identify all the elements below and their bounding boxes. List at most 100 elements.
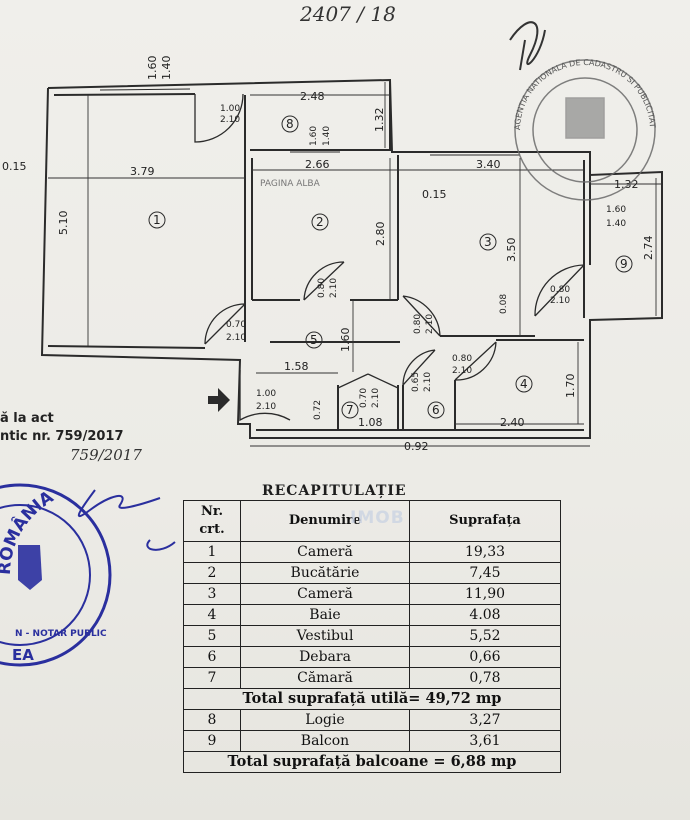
dim-210e: 2.10	[452, 366, 472, 376]
room-5-circle	[305, 331, 323, 349]
seal-ea-text: EA	[12, 646, 34, 664]
room-2-circle	[311, 213, 329, 231]
header-area: Suprafața	[409, 500, 561, 542]
dim-080d: 0.80	[452, 354, 472, 364]
row-nr: 7	[183, 667, 241, 689]
dim-132: 1.32	[373, 108, 386, 133]
outer-wall	[40, 78, 663, 439]
signature-seal	[77, 489, 176, 551]
row-name: Bucătărie	[240, 562, 410, 584]
recap-title: RECAPITULAȚIE	[262, 483, 407, 499]
room-numbers: 1 2 3 4 5 6 7 8 9	[153, 117, 628, 417]
room-7: 7	[346, 403, 354, 417]
handwritten-note: 759/2017	[70, 446, 142, 464]
table-row: 6 Debara 0,66	[183, 646, 561, 668]
dim-210c: 2.10	[425, 314, 435, 334]
dim-280: 2.80	[374, 222, 387, 247]
dim-092: 0.92	[404, 440, 429, 453]
dim-top-left-b: 1.40	[160, 56, 173, 81]
dim-100: 1.00	[256, 389, 276, 399]
total-util: Total suprafață utilă= 49,72 mp	[183, 688, 561, 710]
door-room2	[303, 261, 345, 301]
dimension-labels: 1.60 1.40 2.48 1.32 1.00 2.10 1.60 1.40 …	[2, 56, 655, 454]
room-8: 8	[286, 117, 294, 131]
table-row: 8 Logie 3,27	[183, 709, 561, 731]
room-4-circle	[515, 375, 533, 393]
room-6: 6	[432, 403, 440, 417]
dim-070b: 0.70	[359, 388, 369, 408]
note-line-2: ntic nr. 759/2017	[0, 429, 124, 444]
recap-table: Nr. crt. Denumire Suprafața 1 Cameră 19,…	[183, 500, 561, 773]
dim-080c: 0.80	[550, 285, 570, 295]
room-8-circle	[281, 115, 299, 133]
table-row: 7 Cămară 0,78	[183, 667, 561, 689]
signature-top	[509, 21, 546, 71]
note-line-1: ă la act	[0, 411, 54, 426]
stamp-label: PAGINA ALBA	[260, 179, 321, 189]
total-balcoane-row: Total suprafață balcoane = 6,88 mp	[183, 751, 561, 773]
dim-door-100-top: 1.00	[220, 104, 240, 114]
dim-door-210-top: 2.10	[220, 115, 240, 125]
document-note: ă la act ntic nr. 759/2017	[0, 410, 124, 446]
notary-seal: ROMÂNIA N - NOTAR PUBLIC EA	[0, 483, 176, 667]
total-util-row: Total suprafață utilă= 49,72 mp	[183, 688, 561, 710]
row-area: 7,45	[409, 562, 561, 584]
row-nr: 2	[183, 562, 241, 584]
dim-mid-015: 0.15	[422, 188, 447, 201]
row-area: 4.08	[409, 604, 561, 626]
dimension-lines	[48, 82, 662, 447]
room-markers	[148, 115, 633, 419]
entrance-arrow	[208, 388, 230, 412]
row-nr: 9	[183, 730, 241, 752]
door-room4	[454, 341, 497, 381]
dim-065: 0.65	[411, 372, 421, 392]
handwritten-number: 2407 / 18	[300, 2, 396, 26]
row-area: 3,27	[409, 709, 561, 731]
dim-170: 1.70	[564, 374, 577, 399]
room-3: 3	[484, 235, 492, 249]
dim-210g: 2.10	[371, 388, 381, 408]
table-row: 2 Bucătărie 7,45	[183, 562, 561, 584]
room-1-circle	[148, 211, 166, 229]
room-6-circle	[427, 401, 445, 419]
room-5: 5	[310, 333, 318, 347]
dim-080b: 0.80	[413, 314, 423, 334]
window-room1	[99, 88, 191, 91]
row-name: Cămară	[240, 667, 410, 689]
doors	[194, 93, 585, 422]
dim-210d: 2.10	[550, 296, 570, 306]
room-2: 2	[316, 215, 324, 229]
seal-bottom-text: N - NOTAR PUBLIC	[15, 629, 107, 639]
dim-379: 3.79	[130, 165, 155, 178]
dim-160: 1.60	[309, 126, 319, 146]
room-9: 9	[620, 257, 628, 271]
recap-header-row: Nr. crt. Denumire Suprafața	[183, 500, 561, 542]
dim-340: 3.40	[476, 158, 501, 171]
row-area: 0,78	[409, 667, 561, 689]
dim-210a: 2.10	[329, 278, 339, 298]
door-room6	[402, 349, 436, 386]
row-nr: 5	[183, 625, 241, 647]
dim-266: 2.66	[305, 158, 330, 171]
room-1: 1	[153, 213, 161, 227]
dim-left-015: 0.15	[2, 160, 27, 173]
dim-080a: 0.80	[317, 278, 327, 298]
room-9-circle	[615, 255, 633, 273]
table-row: 1 Cameră 19,33	[183, 541, 561, 563]
row-area: 3,61	[409, 730, 561, 752]
table-row: 4 Baie 4.08	[183, 604, 561, 626]
dim-top-left-a: 1.60	[146, 56, 159, 81]
stamp-text: AGENTIA NATIONALA DE CADASTRU SI PUBLICI…	[0, 0, 657, 130]
dim-140: 1.40	[322, 126, 332, 146]
door-room9	[534, 264, 585, 317]
dim-008: 0.08	[499, 294, 509, 314]
dim-108: 1.08	[358, 416, 383, 429]
floor-plan: 1.60 1.40 2.48 1.32 1.00 2.10 1.60 1.40 …	[0, 0, 663, 454]
row-area: 0,66	[409, 646, 561, 668]
header-nr: Nr. crt.	[183, 500, 241, 542]
dim-510: 5.10	[57, 211, 70, 236]
seal-emblem	[18, 545, 42, 590]
room-3-circle	[479, 233, 497, 251]
dim-bal-140: 1.40	[606, 219, 626, 229]
row-name: Cameră	[240, 583, 410, 605]
